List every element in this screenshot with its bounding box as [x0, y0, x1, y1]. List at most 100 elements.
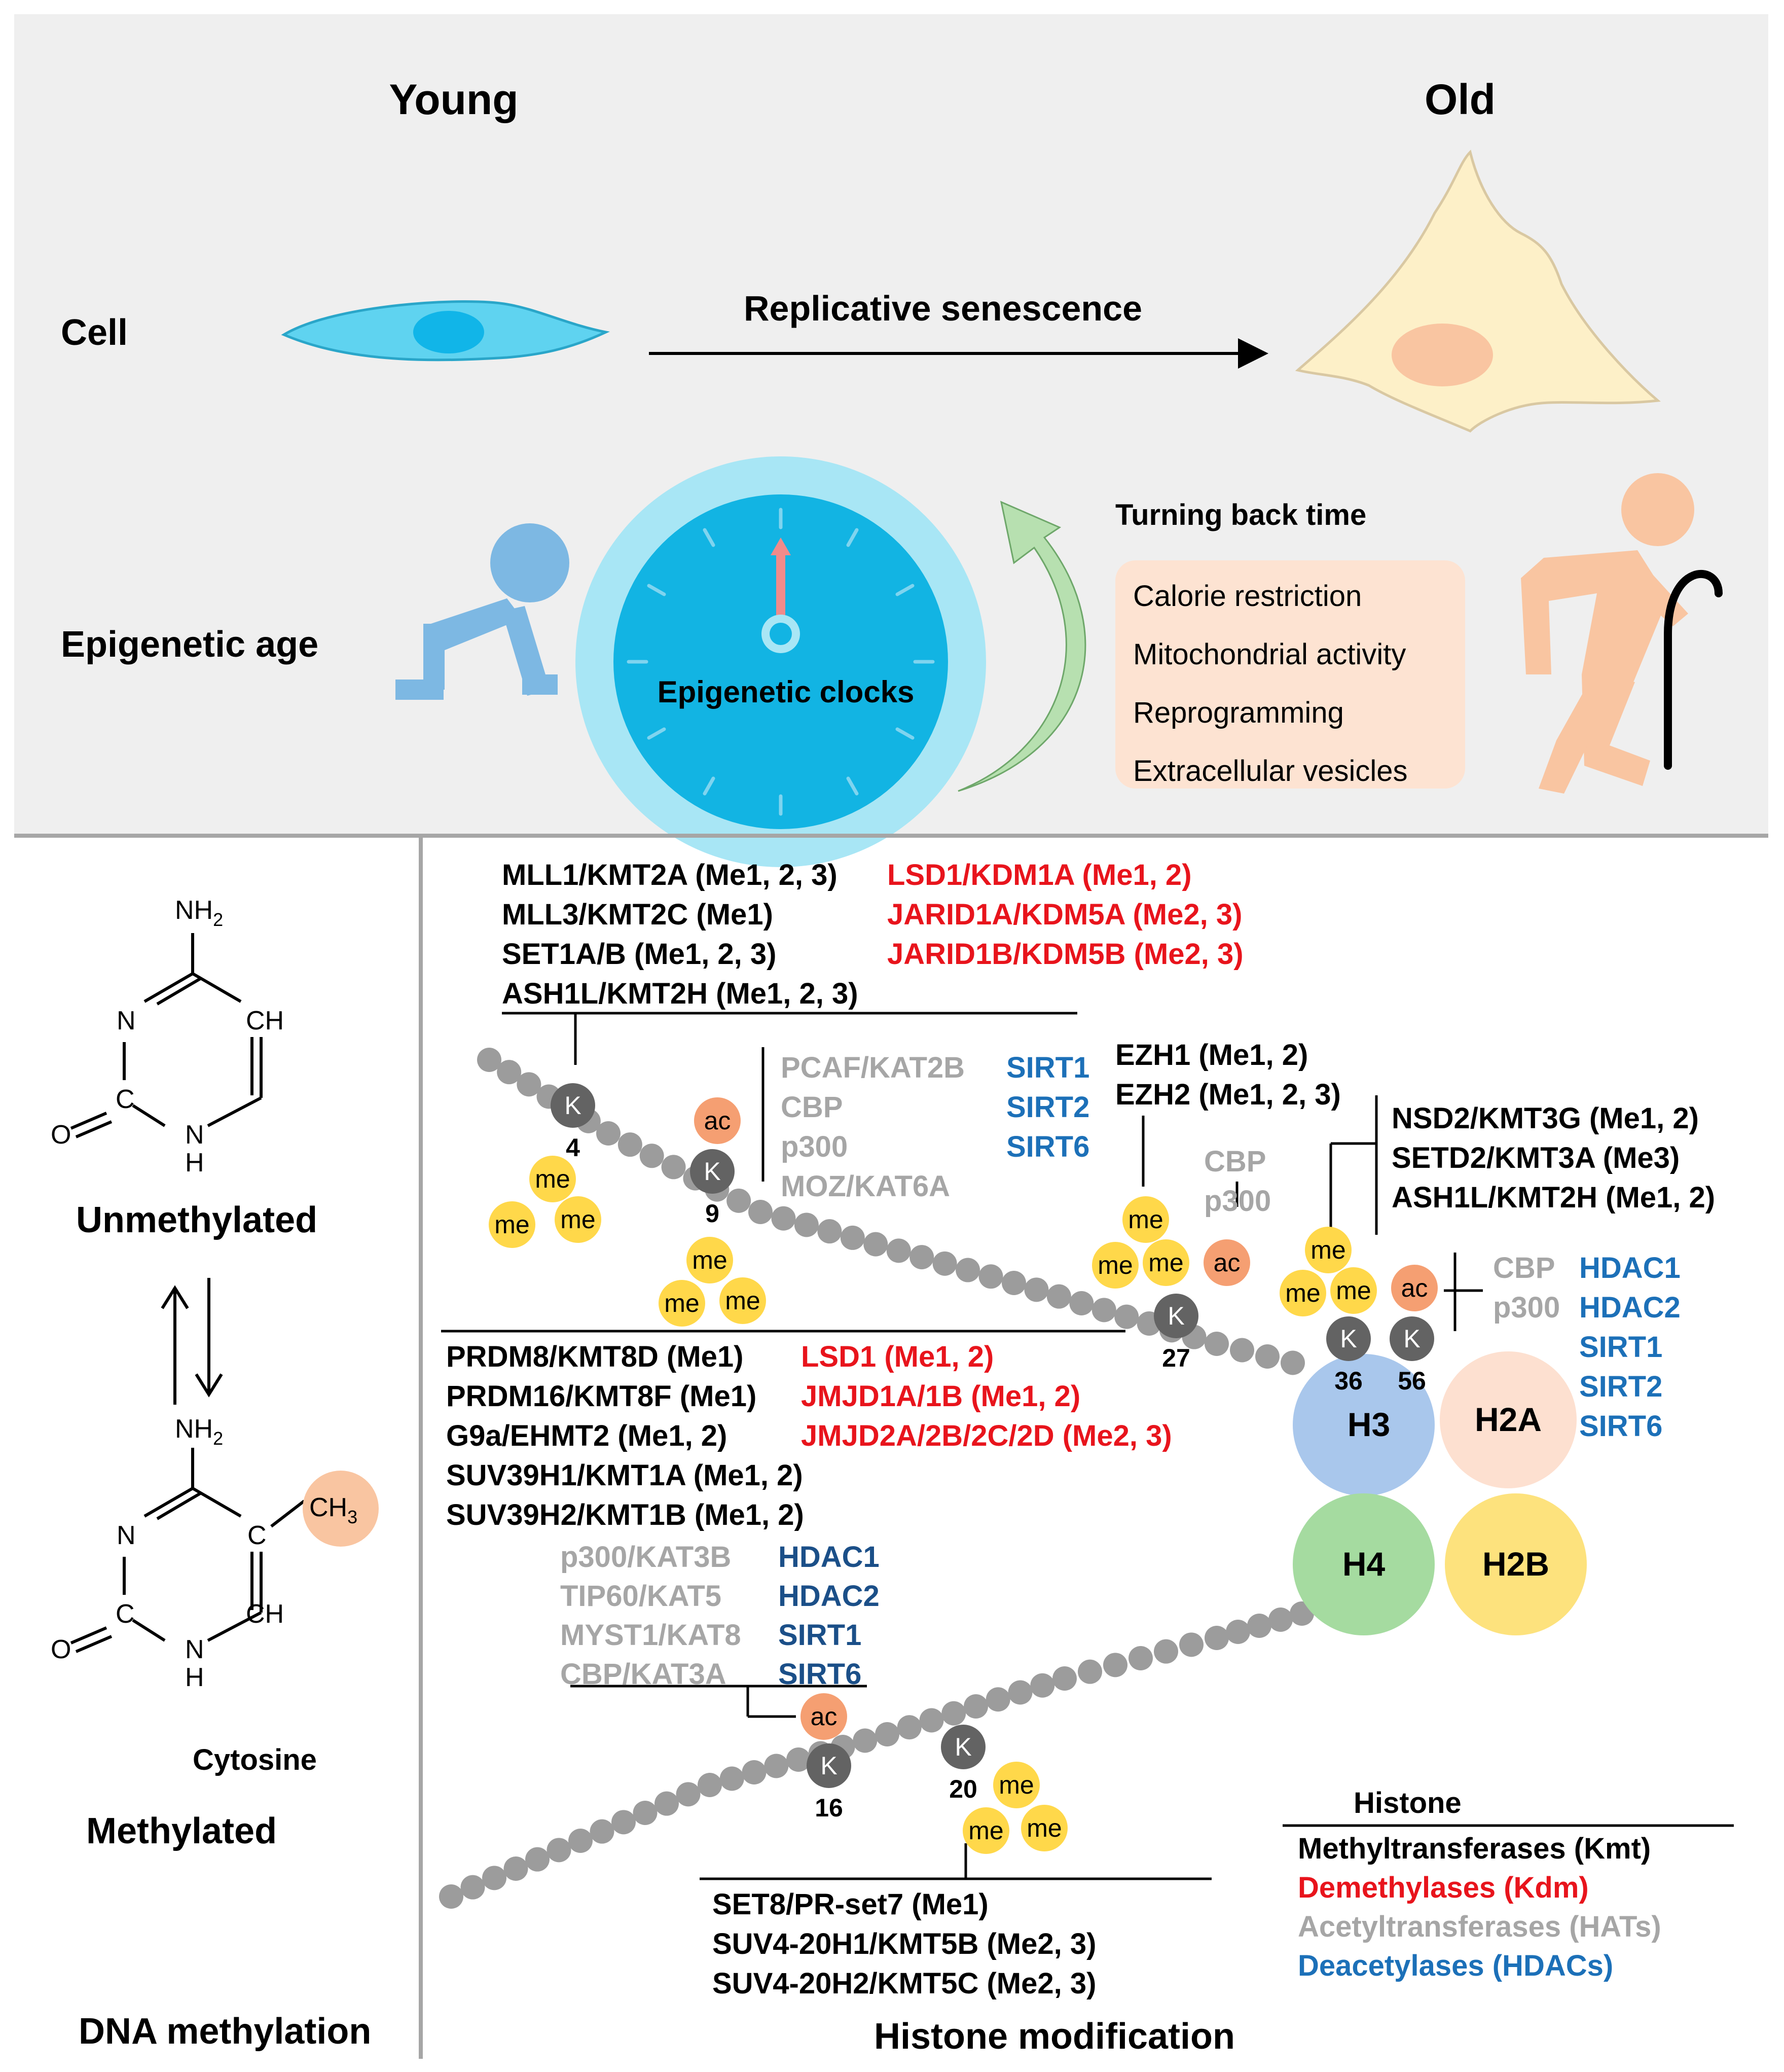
chromatin-bead [1154, 1639, 1178, 1664]
methylated-n2: N [185, 1635, 204, 1664]
k20-methyltransferase: SET8/PR-set7 (Me1) [712, 1888, 989, 1921]
k9-deacetylase: SIRT1 [1006, 1051, 1089, 1084]
k27-methyltransferase: EZH1 (Me1, 2) [1115, 1039, 1308, 1071]
chromatin-bead [909, 1245, 934, 1270]
chromatin-bead [1268, 1607, 1293, 1632]
k9-demethylase: JMJD1A/1B (Me1, 2) [801, 1380, 1080, 1413]
legend-kdm: Demethylases (Kdm) [1298, 1871, 1589, 1904]
methylated-c: C [116, 1599, 135, 1629]
residue-number: 56 [1398, 1367, 1426, 1395]
acetyl-mark [1204, 1239, 1250, 1286]
methylated-o: O [51, 1635, 71, 1664]
chromatin-bead [1114, 1304, 1139, 1329]
k9-acetyltransferase: CBP [781, 1091, 843, 1124]
k9-deacetylase: SIRT2 [1006, 1091, 1089, 1124]
methyl-mark [529, 1156, 576, 1202]
methylated-c5: C [247, 1521, 267, 1550]
methylated-h: H [185, 1663, 204, 1692]
k56-deacetylase: SIRT6 [1579, 1410, 1662, 1443]
unmethylated-label: Unmethylated [76, 1200, 317, 1240]
k16-deacetylase: SIRT1 [778, 1619, 861, 1652]
methyl-label: me [1336, 1276, 1371, 1305]
unmethylated-o: O [51, 1120, 71, 1150]
methyl-label: me [560, 1205, 595, 1234]
legend-hat: Acetyltransferases (HATs) [1298, 1910, 1661, 1943]
k4-demethylase: JARID1B/KDM5B (Me2, 3) [887, 938, 1244, 971]
k4-demethylase: JARID1A/KDM5A (Me2, 3) [887, 898, 1242, 931]
chromatin-bead [661, 1155, 686, 1180]
chromatin-bead [941, 1701, 966, 1726]
k9-methyltransferase: G9a/EHMT2 (Me1, 2) [446, 1419, 727, 1452]
k4-methyltransferase: SET1A/B (Me1, 2, 3) [502, 938, 776, 971]
chromatin-bead [886, 1238, 911, 1263]
methyl-mark [1122, 1196, 1169, 1243]
chromatin-bead [497, 1060, 522, 1085]
methyl-mark [1305, 1227, 1352, 1273]
acetyl-mark [1391, 1265, 1438, 1311]
intervention-item: Mitochondrial activity [1133, 638, 1406, 671]
chromatin-bead [654, 1791, 679, 1816]
chromatin-bead [764, 1754, 789, 1778]
old-cell-icon [1295, 150, 1661, 433]
chromatin-bead [439, 1884, 463, 1909]
lysine-marker [1326, 1316, 1371, 1361]
methyl-mark [489, 1201, 535, 1248]
chromatin-bead [517, 1072, 541, 1097]
chromatin-bead [863, 1232, 888, 1257]
chromatin-bead [698, 1773, 722, 1797]
unmethylated-nh2: NH2 [175, 896, 223, 930]
histone-modification-title: Histone modification [874, 2016, 1235, 2057]
chromatin-bead [633, 1801, 658, 1825]
intervention-item: Calorie restriction [1133, 580, 1362, 613]
dna-methylation-title: DNA methylation [79, 2011, 371, 2052]
legend-hdac: Deacetylases (HDACs) [1298, 1949, 1613, 1982]
acetyl-mark [694, 1097, 741, 1144]
chromatin-bead [1069, 1291, 1094, 1315]
cytosine-label: Cytosine [193, 1743, 317, 1776]
chromatin-bead [611, 1810, 636, 1835]
h4-label: H4 [1342, 1545, 1386, 1583]
baby-icon [395, 523, 569, 700]
chromatin-bead [547, 1838, 571, 1863]
acetyl-label: ac [1214, 1248, 1241, 1277]
k56-acetyltransferase: CBP [1493, 1252, 1555, 1284]
k16-deacetylase: HDAC1 [778, 1541, 880, 1574]
k16-acetyltransferase: TIP60/KAT5 [560, 1580, 721, 1613]
chromatin-bead [1230, 1338, 1254, 1363]
walking-cane-icon [1664, 569, 1723, 770]
methyl-label: me [1310, 1236, 1345, 1264]
turning-back-arrow-icon [958, 501, 1086, 792]
acetyl-label: ac [811, 1702, 838, 1731]
chromatin-bead [1226, 1620, 1250, 1644]
h2b-label: H2B [1482, 1545, 1549, 1583]
k56-deacetylase: HDAC1 [1579, 1252, 1681, 1284]
k56-deacetylase: SIRT2 [1579, 1370, 1662, 1403]
cell-label: Cell [61, 312, 128, 353]
chromatin-bead [932, 1251, 957, 1276]
methyl-label: me [494, 1210, 529, 1239]
methylated-ch: CH [246, 1599, 284, 1629]
chromatin-bead [875, 1722, 899, 1746]
methyl-mark [555, 1196, 601, 1243]
epigenetic-clocks-label: Epigenetic clocks [658, 675, 915, 709]
lysine-label: K [955, 1733, 971, 1761]
residue-number: 36 [1334, 1367, 1363, 1395]
chromatin-bead [482, 1866, 506, 1890]
k9-methyltransferase: SUV39H2/KMT1B (Me1, 2) [446, 1498, 804, 1531]
methyl-mark [993, 1762, 1040, 1808]
chromatin-bead [1008, 1680, 1033, 1705]
chromatin-bead [956, 1258, 980, 1282]
lysine-marker [551, 1083, 595, 1128]
k9-acetyltransferase: MOZ/KAT6A [781, 1170, 950, 1203]
k9-demethylase: LSD1 (Me1, 2) [801, 1340, 994, 1373]
k9-methyltransferase: SUV39H1/KMT1A (Me1, 2) [446, 1459, 803, 1492]
old-label: Old [1425, 76, 1496, 123]
unmethylated-ch: CH [246, 1006, 284, 1035]
replicative-senescence-label: Replicative senescence [744, 289, 1142, 328]
k36-methyltransferase: SETD2/KMT3A (Me3) [1392, 1141, 1680, 1174]
unmethylated-c: C [116, 1085, 135, 1114]
connector-lines [441, 1012, 1734, 1880]
chromatin-bead [742, 1760, 767, 1784]
k4-methyltransferase: ASH1L/KMT2H (Me1, 2, 3) [502, 977, 858, 1010]
